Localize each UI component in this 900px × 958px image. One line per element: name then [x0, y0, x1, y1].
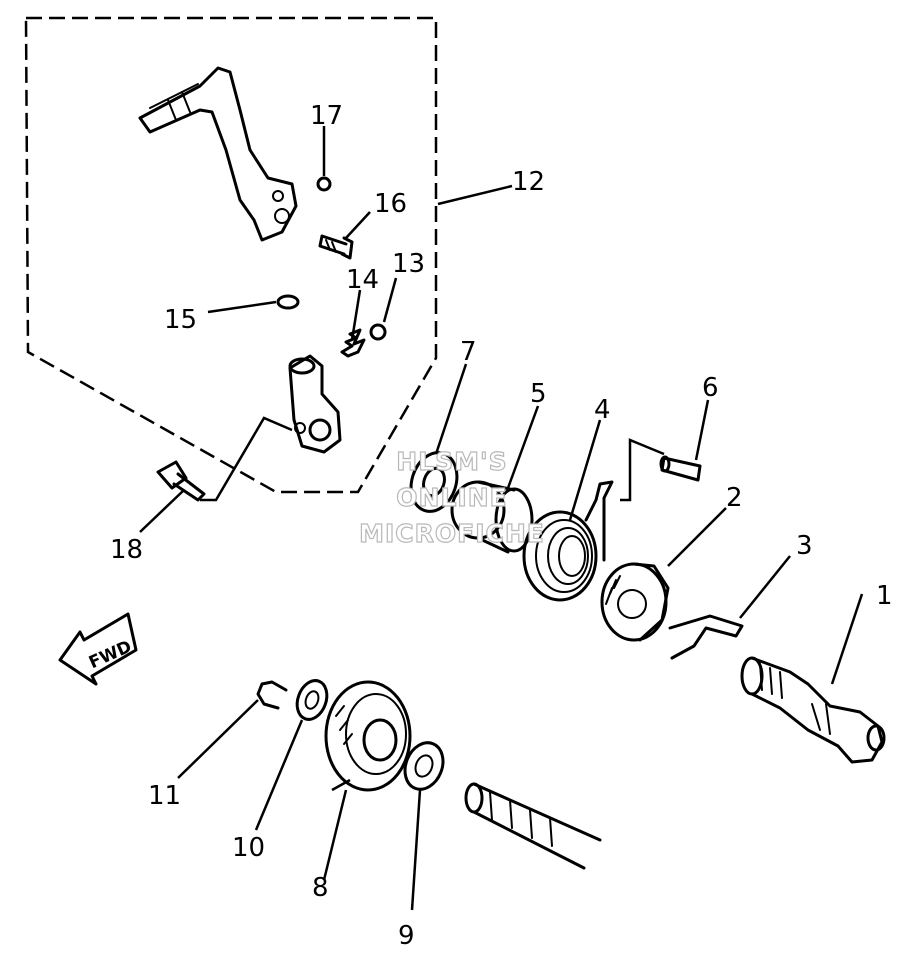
part-5-spring-guide	[450, 480, 534, 554]
callout-7: 7	[460, 337, 477, 367]
callout-16: 16	[374, 189, 407, 219]
callout-14: 14	[346, 265, 379, 295]
part-6-path	[620, 438, 665, 502]
part-4-return-spring	[522, 480, 614, 602]
part-14-spring	[340, 328, 366, 358]
leader-lines	[139, 126, 864, 911]
callout-2: 2	[726, 483, 743, 513]
part-9-washer	[403, 741, 445, 791]
part-15-oring	[276, 294, 300, 310]
part-11-circlip	[256, 680, 288, 710]
watermark-line-3: MICROFICHE	[359, 519, 545, 548]
callout-8: 8	[312, 873, 329, 903]
callout-9: 9	[398, 921, 415, 951]
callout-13: 13	[392, 249, 425, 279]
kick-boss	[288, 354, 342, 454]
watermark-line-2: ONLINE	[396, 483, 507, 512]
kick-crank-lever	[138, 66, 298, 242]
part-10-washer	[295, 679, 329, 721]
part-3-clip	[668, 614, 744, 660]
callout-1: 1	[876, 581, 893, 611]
callout-15: 15	[164, 305, 197, 335]
callout-5: 5	[530, 379, 547, 409]
callout-18: 18	[110, 535, 143, 565]
fwd-label: FWD	[86, 637, 135, 673]
part-2-ratchet	[600, 562, 670, 642]
part-17-ball	[316, 176, 332, 192]
callout-11: 11	[148, 781, 181, 811]
part-7-washer	[409, 451, 459, 513]
watermark: HLSM'S ONLINE MICROFICHE	[359, 446, 545, 548]
part-6-pin	[659, 455, 702, 482]
assembly-12-boundary	[24, 16, 438, 494]
part-18-bolt	[156, 460, 206, 502]
part-18-path	[200, 416, 293, 502]
watermark-line-1: HLSM'S	[396, 447, 507, 476]
callout-12: 12	[512, 167, 545, 197]
callout-17: 17	[310, 101, 343, 131]
callout-6: 6	[702, 373, 719, 403]
callout-4: 4	[594, 395, 611, 425]
callout-labels: 1 2 3 4 5 6 7 8 9 10 11 12 13 14 15 16 1…	[110, 101, 893, 951]
shaft	[464, 782, 602, 870]
part-1-kick-axle	[740, 656, 886, 764]
callout-10: 10	[232, 833, 265, 863]
part-8-kick-gear	[324, 680, 412, 792]
part-16-bolt	[318, 234, 354, 260]
part-13-ball	[369, 323, 387, 341]
forward-direction-arrow: FWD	[58, 612, 138, 686]
callout-3: 3	[796, 531, 813, 561]
